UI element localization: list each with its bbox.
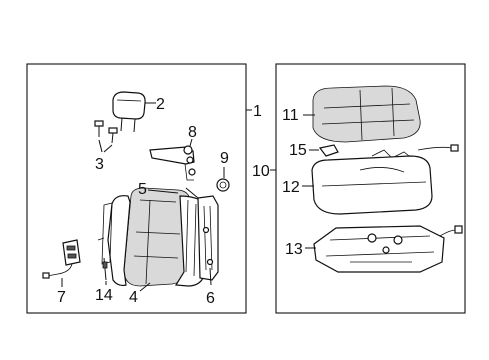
leader-3a [98,139,103,153]
cushion-pad [311,155,433,215]
seat-switch [42,239,81,279]
callout-15: 15 [289,142,307,159]
leader-4 [139,282,151,292]
headrest-guides [94,120,118,144]
callout-4: 4 [129,289,138,306]
seatback-side-frame [185,187,219,281]
callout-9: 9 [220,150,229,167]
leader-5 [147,189,179,194]
cushion-group-frame [275,63,466,314]
callout-12: 12 [282,179,300,196]
callout-6: 6 [206,290,215,307]
adjuster-knob [216,178,230,192]
callout-1: 1 [253,103,262,120]
seatback-board [97,202,113,265]
seatback-group-frame [26,63,247,314]
callout-14: 14 [95,287,113,304]
callout-7: 7 [57,289,66,306]
cushion-frame [313,225,463,273]
recliner-bracket [149,145,196,181]
callout-3: 3 [95,156,104,173]
headrest [112,91,146,133]
cushion-pad-insert [318,144,459,161]
cushion-cover [312,85,421,143]
leader-3b [103,144,113,153]
leader-8 [189,138,193,147]
support-rod [102,257,108,281]
seatback-cover [123,187,191,287]
leader-6 [209,267,212,286]
callout-10: 10 [252,163,270,180]
callout-8: 8 [188,124,197,141]
callout-11: 11 [282,107,299,124]
callout-13: 13 [285,241,303,258]
callout-2: 2 [156,96,165,113]
callout-5: 5 [138,181,147,198]
